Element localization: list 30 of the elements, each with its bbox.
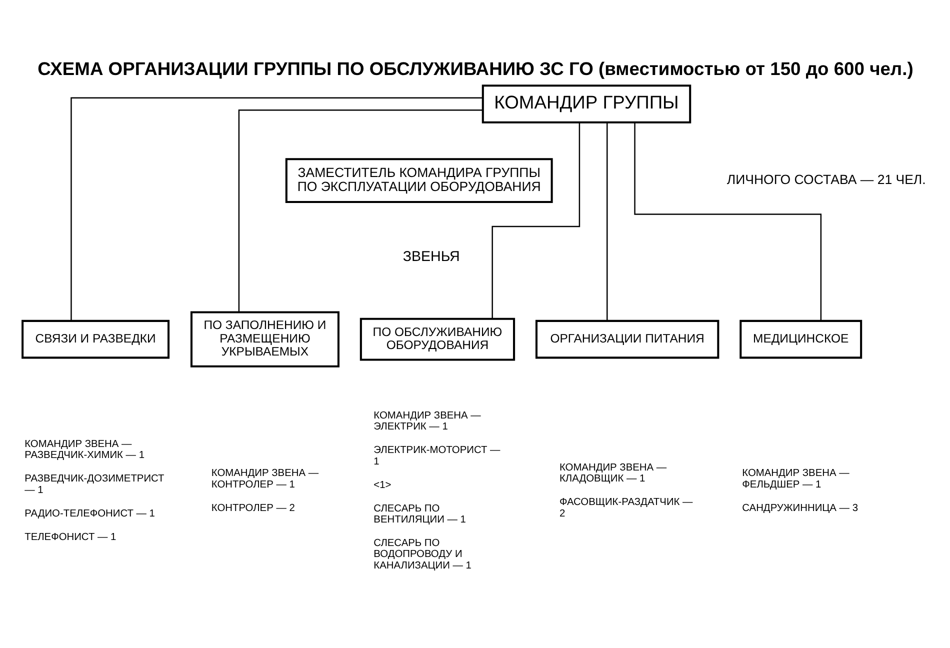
node-box: ПО ЗАПОЛНЕНИЮ И РАЗМЕЩЕНИЮ УКРЫВАЕМЫХ bbox=[190, 311, 339, 368]
connector bbox=[491, 122, 580, 319]
node-box: СВЯЗИ И РАЗВЕДКИ bbox=[21, 320, 170, 359]
label: ЛИЧНОГО СОСТАВА — 21 ЧЕЛ. bbox=[726, 172, 926, 188]
node-label: КОМАНДИР ЗВЕНА — ЭЛЕКТРИК — 1 bbox=[373, 410, 480, 433]
node-label: РАДИО-ТЕЛЕФОНИСТ — 1 bbox=[24, 508, 154, 520]
node-label: ТЕЛЕФОНИСТ — 1 bbox=[24, 532, 116, 543]
node-label: ФАСОВЩИК-РАЗДАТЧИК — 2 bbox=[558, 497, 692, 520]
node-label: КОМАНДИР ЗВЕНА — КОНТРОЛЕР — 1 bbox=[210, 468, 318, 490]
node-box: ОРГАНИЗАЦИИ ПИТАНИЯ bbox=[534, 320, 719, 359]
connector bbox=[238, 110, 482, 312]
diagram-title: СХЕМА ОРГАНИЗАЦИИ ГРУППЫ ПО ОБСЛУЖИВАНИЮ ЗС ГО (вместимостью от 150 до 600 чел.) bbox=[37, 58, 913, 79]
node-label: РАЗВЕДЧИК-ДОЗИМЕТРИСТ — 1 bbox=[24, 474, 164, 496]
node-box: КОМАНДИР ГРУППЫ bbox=[481, 84, 691, 124]
node-label: КОМАНДИР ЗВЕНА — РАЗВЕДЧИК-ХИМИК — 1 bbox=[24, 438, 144, 462]
label: ЗВЕНЬЯ bbox=[402, 248, 460, 265]
node-label: САНДРУЖИННИЦА — 3 bbox=[742, 502, 858, 514]
node-label: ЭЛЕКТРИК-МОТОРИСТ — 1 bbox=[373, 445, 500, 468]
node-label: <1> bbox=[373, 480, 391, 491]
connector bbox=[70, 97, 482, 321]
node-box: ПО ОБСЛУЖИВАНИЮ ОБОРУДОВАНИЯ bbox=[359, 318, 515, 361]
connector bbox=[634, 122, 822, 321]
node-label: СЛЕСАРЬ ПО ВЕНТИЛЯЦИИ — 1 bbox=[373, 503, 466, 526]
node-box: ЗАМЕСТИТЕЛЬ КОМАНДИРА ГРУППЫ ПО ЭКСПЛУАТАЦИИ ОБОРУДОВАНИЯ bbox=[284, 158, 552, 204]
node-box: МЕДИЦИНСКОЕ bbox=[739, 320, 862, 359]
node-label: КОМАНДИР ЗВЕНА — ФЕЛЬДШЕР — 1 bbox=[742, 468, 849, 490]
node-label: КОМАНДИР ЗВЕНА — КЛАДОВЩИК — 1 bbox=[558, 462, 666, 485]
node-label: КОНТРОЛЕР — 2 bbox=[210, 502, 294, 514]
connector bbox=[606, 122, 608, 321]
node-label: СЛЕСАРЬ ПО ВОДОПРОВОДУ И КАНАЛИЗАЦИИ — 1 bbox=[373, 538, 471, 572]
